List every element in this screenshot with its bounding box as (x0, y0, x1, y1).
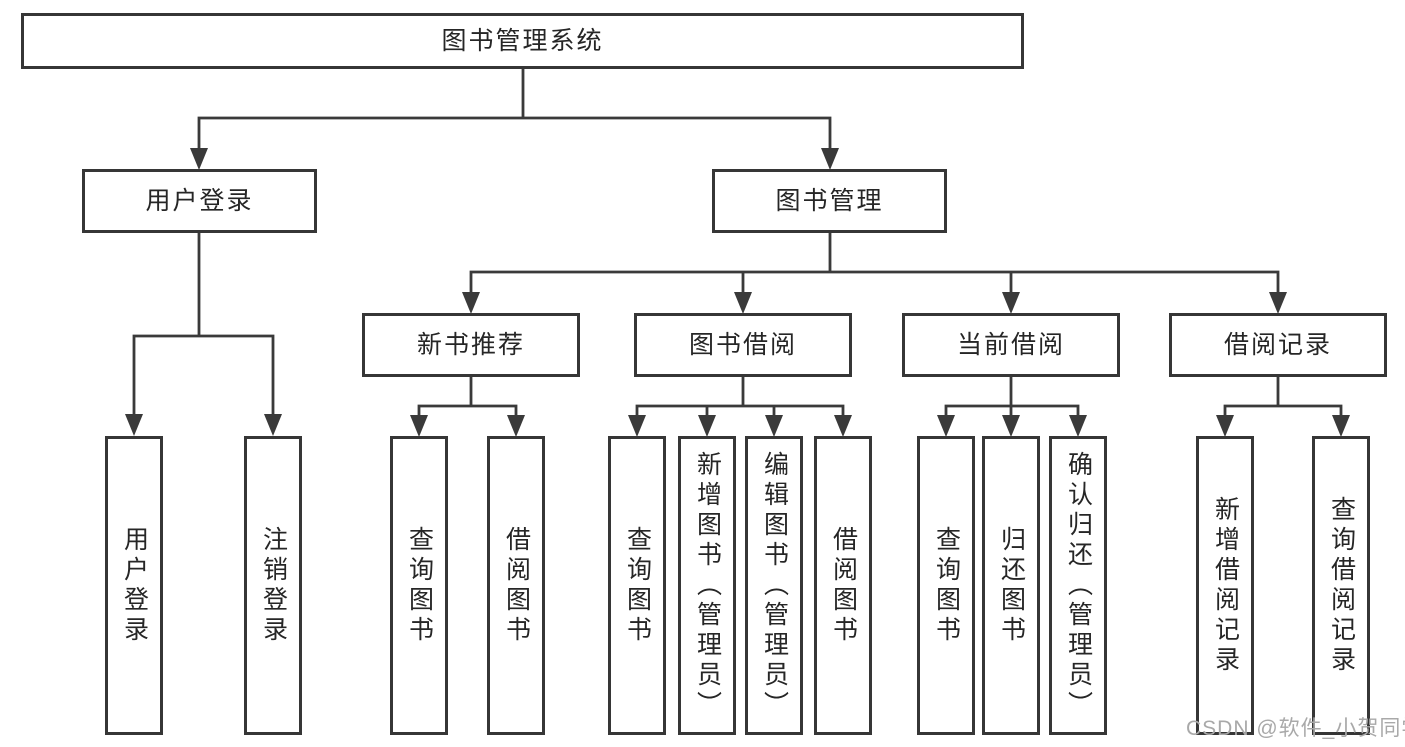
node-new-book-recommend: 新书推荐 (362, 313, 580, 377)
watermark: CSDN @软件_小贺同学 (1186, 717, 1405, 740)
leaf-edit-books-admin: 编辑图书（管理员） (745, 436, 803, 735)
leaf-logout: 注销登录 (244, 436, 302, 735)
edge-section2-children (635, 377, 845, 416)
node-user-login: 用户登录 (82, 169, 317, 233)
leaf-borrow-books-2: 借阅图书 (814, 436, 872, 735)
leaf-user-login: 用户登录 (105, 436, 163, 735)
node-book-management: 图书管理 (712, 169, 947, 233)
leaf-borrow-books-1: 借阅图书 (487, 436, 545, 735)
leaf-query-books-2: 查询图书 (608, 436, 666, 735)
leaf-return-books: 归还图书 (982, 436, 1040, 735)
node-current-borrow: 当前借阅 (902, 313, 1120, 377)
leaf-query-books-3: 查询图书 (917, 436, 975, 735)
edge-book-management-children (469, 233, 1280, 294)
leaf-query-books-1: 查询图书 (390, 436, 448, 735)
leaf-query-borrow-record: 查询借阅记录 (1312, 436, 1370, 735)
edge-section3-children (944, 377, 1080, 416)
edge-section4-children (1223, 377, 1343, 416)
node-root: 图书管理系统 (21, 13, 1024, 69)
node-borrow-records: 借阅记录 (1169, 313, 1387, 377)
leaf-add-books-admin: 新增图书（管理员） (678, 436, 736, 735)
edge-root-to-level2 (197, 69, 832, 150)
leaf-confirm-return-admin: 确认归还（管理员） (1049, 436, 1107, 735)
leaf-add-borrow-record: 新增借阅记录 (1196, 436, 1254, 735)
arrowheads (125, 148, 1350, 437)
edge-section1-children (417, 377, 518, 416)
edge-user-login-children (132, 233, 275, 415)
node-book-borrow: 图书借阅 (634, 313, 852, 377)
